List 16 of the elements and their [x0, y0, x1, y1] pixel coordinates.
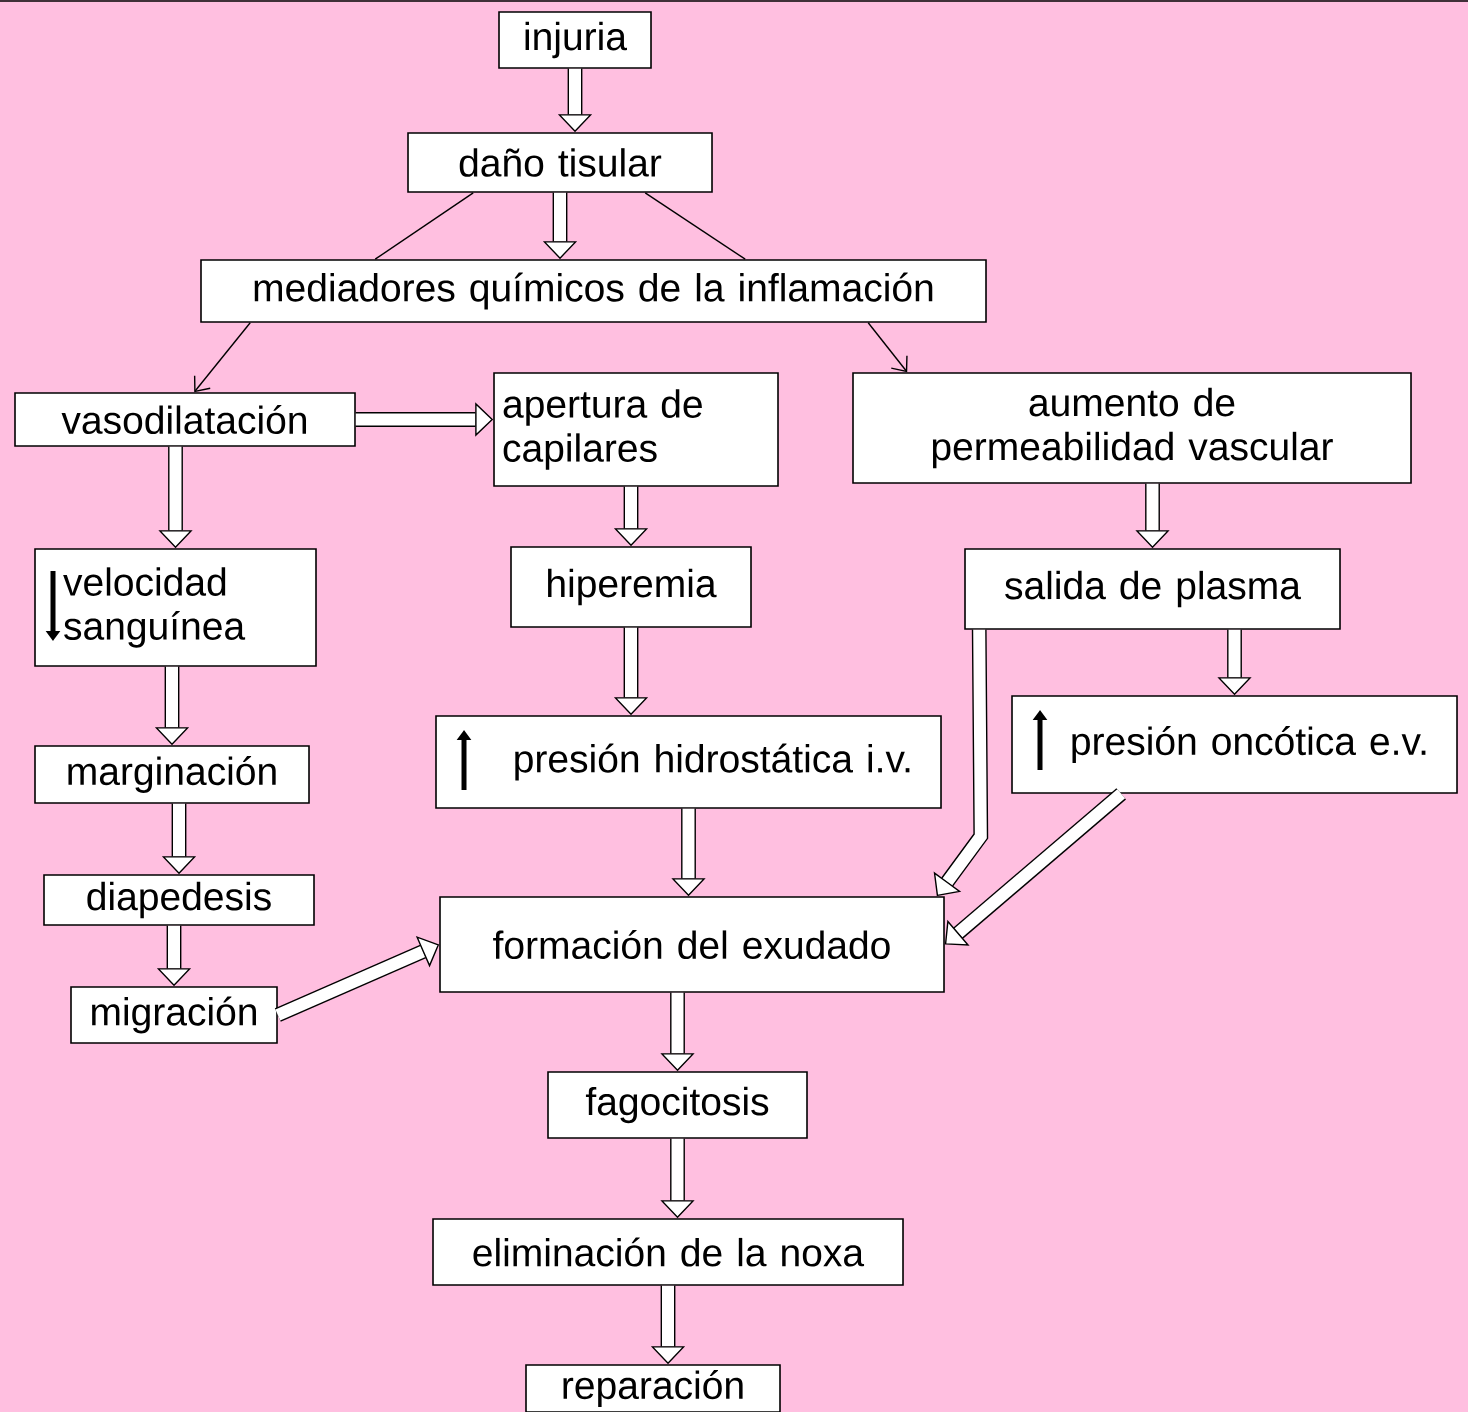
- arrow: [867, 322, 908, 373]
- block-arrow: [944, 788, 1126, 946]
- process-box: vasodilatación: [14, 392, 356, 447]
- block-arrow: [933, 629, 989, 897]
- process-box: presión hidrostática i.v.: [435, 715, 942, 809]
- connector-line: [374, 192, 474, 260]
- process-box: apertura de capilares: [493, 372, 779, 487]
- process-box: formación del exudado: [439, 896, 945, 993]
- process-box: injuria: [498, 11, 652, 69]
- arrow: [193, 322, 251, 393]
- process-box: presión oncótica e.v.: [1011, 695, 1458, 794]
- connector-line: [644, 192, 746, 260]
- process-box: hiperemia: [510, 546, 752, 628]
- process-box: aumento de permeabilidad vascular: [852, 372, 1412, 484]
- process-box: velocidad sanguínea: [34, 548, 317, 667]
- process-box: salida de plasma: [964, 548, 1341, 630]
